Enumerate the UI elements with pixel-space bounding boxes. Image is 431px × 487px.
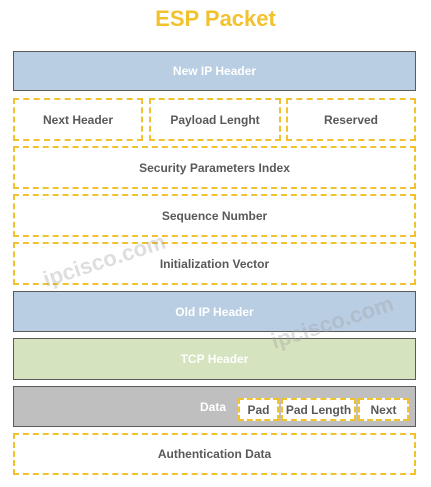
tcp-header-field: TCP Header (13, 338, 416, 380)
next-header-field: Next Header (13, 98, 143, 141)
initialization-vector-field: Initialization Vector (13, 242, 416, 285)
pad-label: Pad (247, 402, 270, 417)
payload-length-label: Payload Lenght (170, 112, 260, 127)
spi-field: Security Parameters Index (13, 146, 416, 189)
diagram-title: ESP Packet (155, 6, 276, 31)
reserved-label: Reserved (323, 112, 379, 127)
sequence-number-field: Sequence Number (13, 194, 416, 237)
new-ip-header-field: New IP Header (13, 51, 416, 91)
pad-field: Pad (238, 398, 279, 421)
pad-length-label: Pad Length (285, 402, 352, 417)
authentication-data-field: Authentication Data (13, 433, 416, 475)
spi-label: Security Parameters Index (139, 160, 290, 175)
sequence-number-label: Sequence Number (161, 208, 268, 223)
initialization-vector-label: Initialization Vector (159, 256, 270, 271)
payload-length-field: Payload Lenght (149, 98, 281, 141)
authentication-data-label: Authentication Data (157, 447, 272, 461)
old-ip-header-field: Old IP Header (13, 291, 416, 332)
next-field: Next (358, 398, 409, 421)
tcp-header-label: TCP Header (180, 352, 249, 366)
new-ip-header-label: New IP Header (172, 64, 257, 78)
data-label: Data (200, 400, 227, 414)
pad-length-field: Pad Length (281, 398, 356, 421)
reserved-field: Reserved (286, 98, 416, 141)
next-label: Next (370, 402, 397, 417)
next-header-label: Next Header (42, 112, 114, 127)
old-ip-header-label: Old IP Header (175, 304, 254, 319)
